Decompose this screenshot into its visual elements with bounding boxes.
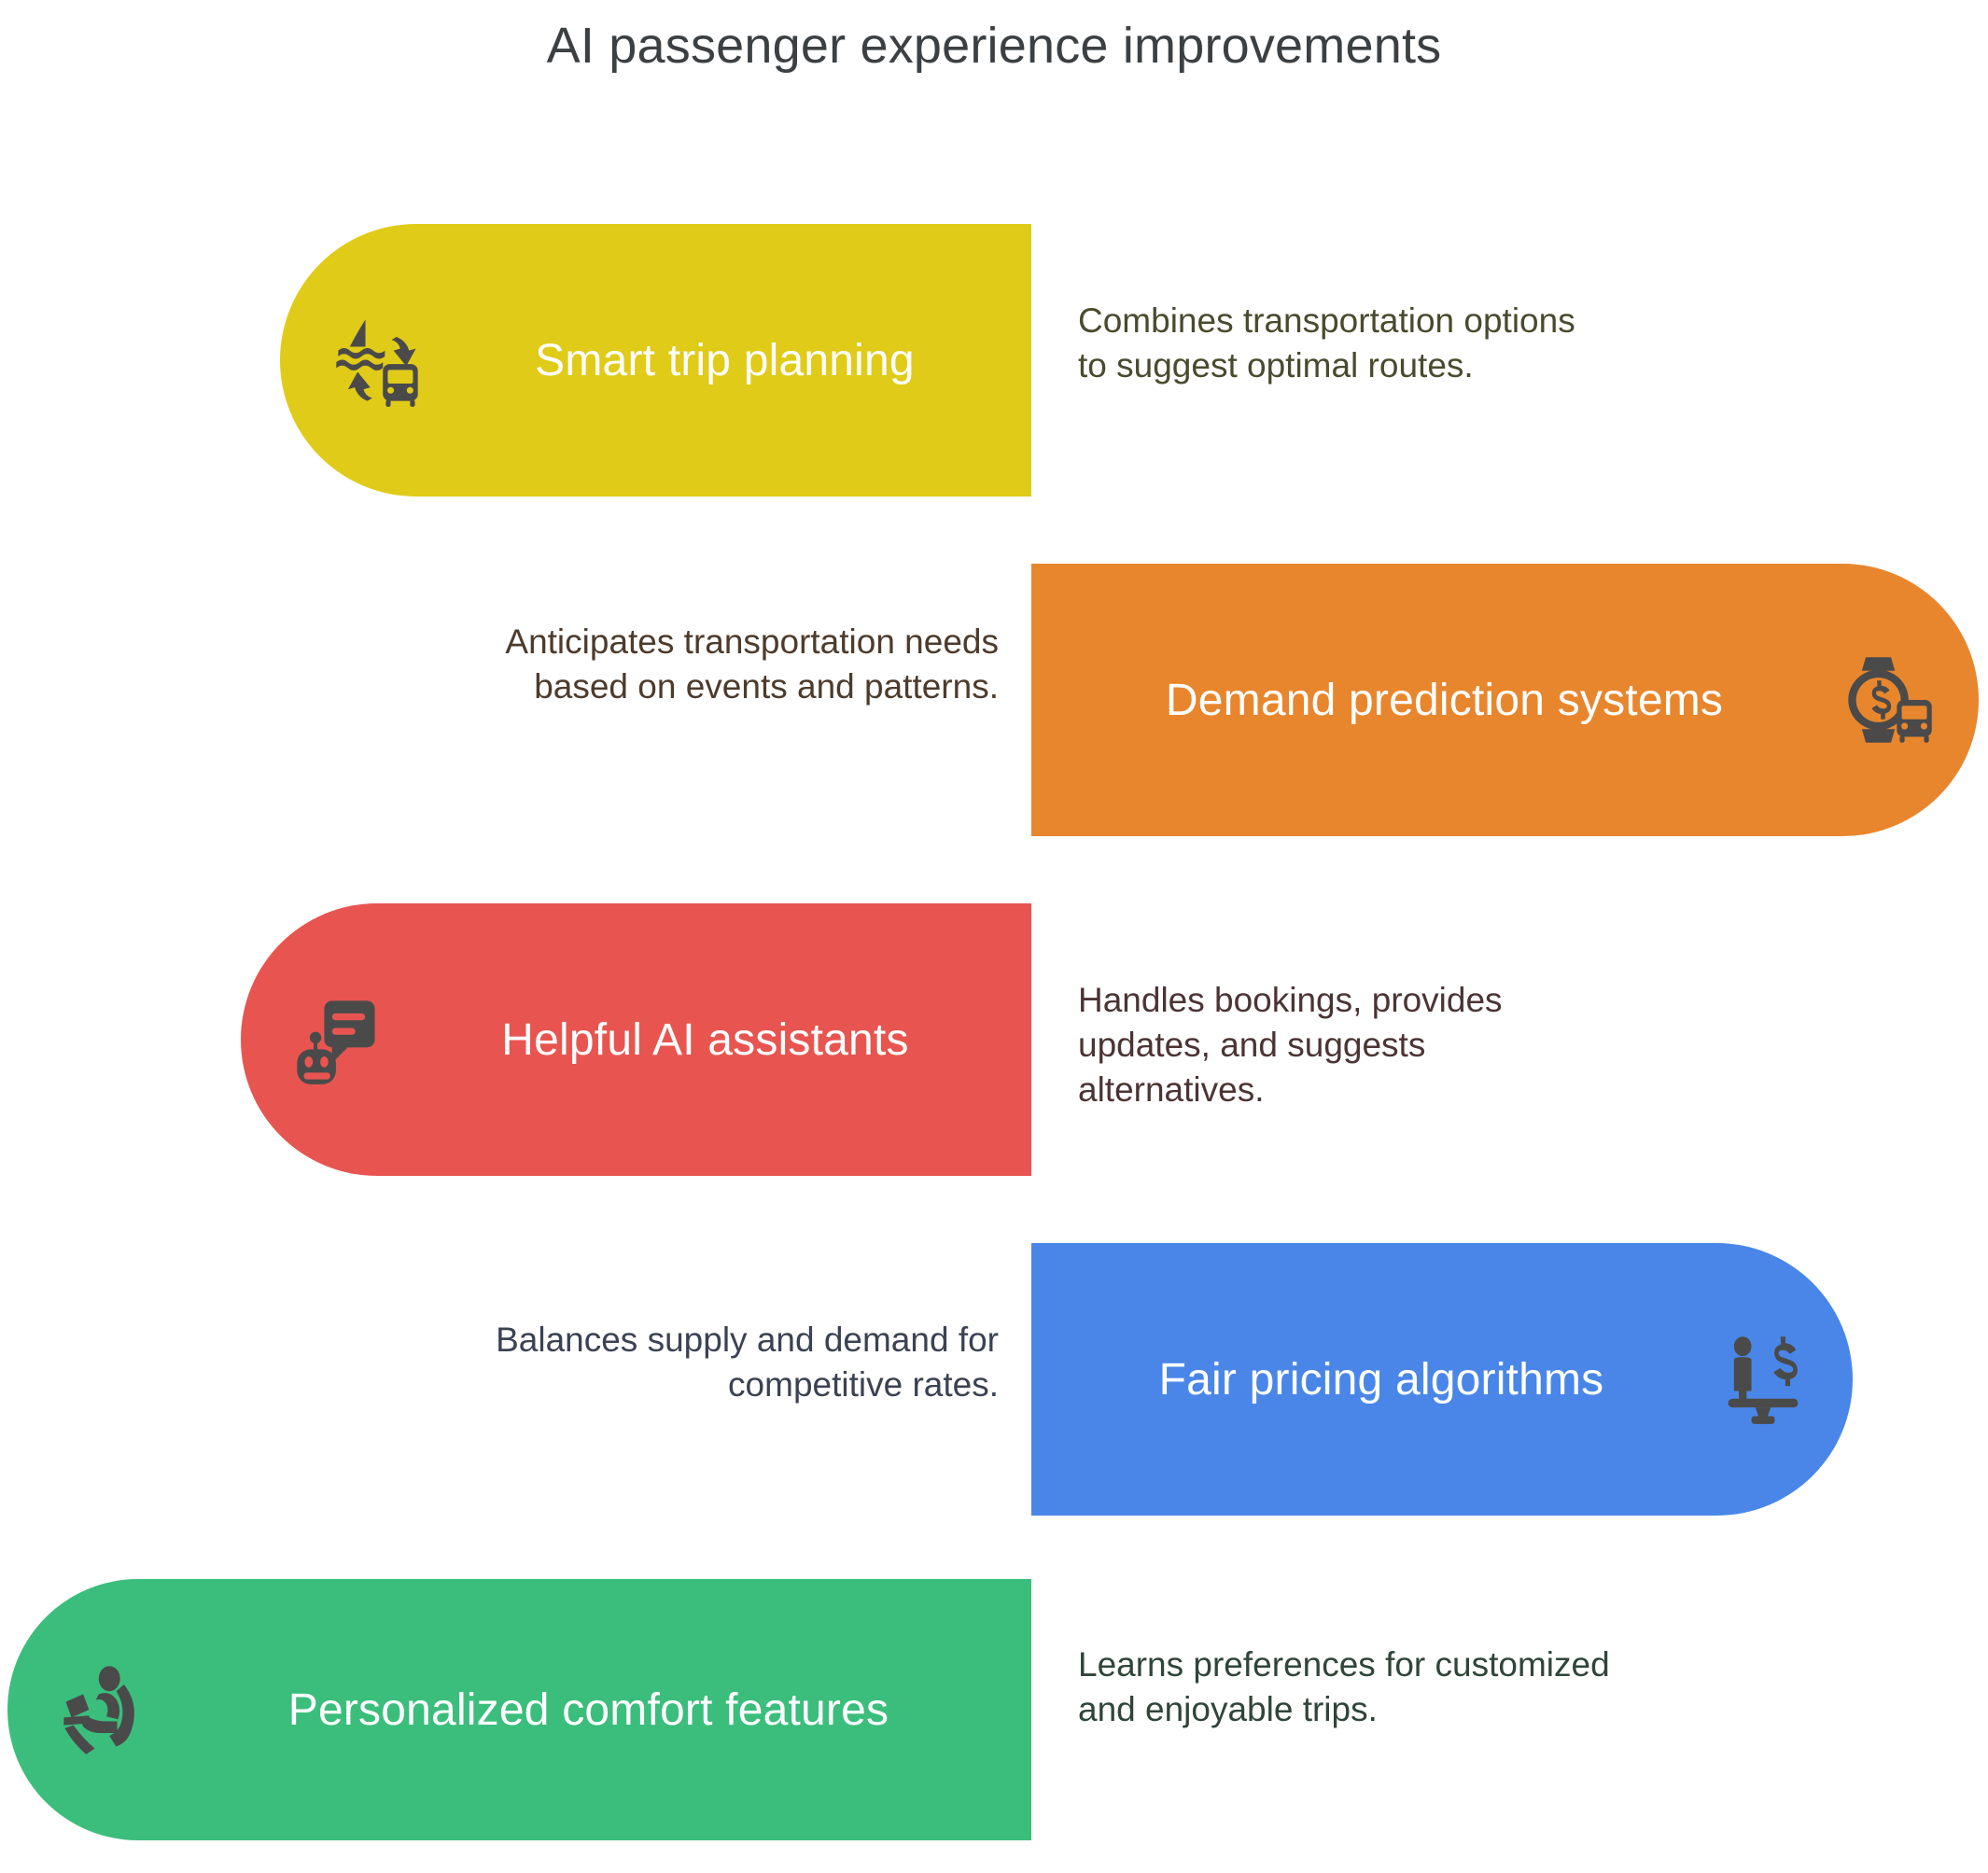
bar-smart-trip-planning[interactable]: Smart trip planning (280, 224, 1031, 496)
bar-personalized-comfort-features[interactable]: Personalized comfort features (7, 1579, 1031, 1840)
bar-label-wrap: Helpful AI assistants (411, 1014, 1013, 1066)
bar-label-wrap: Smart trip planning (450, 335, 1013, 386)
bar-label-demand-prediction-systems: Demand prediction systems (1165, 675, 1724, 725)
balance-scale-person-dollar-icon (1715, 1331, 1812, 1428)
bar-label-wrap: Demand prediction systems (1054, 675, 1816, 726)
description-smart-trip-planning: Combines transportation options to sugge… (1078, 301, 1575, 385)
bar-label-smart-trip-planning: Smart trip planning (535, 335, 915, 385)
description-personalized-comfort-features: Learns preferences for customized and en… (1078, 1645, 1610, 1729)
bar-label-wrap: Personalized comfort features (177, 1684, 1013, 1736)
page-title: AI passenger experience improvements (546, 18, 1442, 74)
bar-demand-prediction-systems[interactable]: Demand prediction systems (1031, 564, 1979, 836)
bar-fair-pricing-algorithms[interactable]: Fair pricing algorithms (1031, 1243, 1853, 1516)
description-demand-prediction-systems: Anticipates transportation needs based o… (505, 622, 999, 706)
bar-label-helpful-ai-assistants: Helpful AI assistants (501, 1014, 909, 1065)
row-personalized-comfort-features: Personalized comfort features Learns pre… (0, 1579, 1988, 1852)
bar-helpful-ai-assistants[interactable]: Helpful AI assistants (241, 903, 1031, 1176)
description-fair-pricing-algorithms: Balances supply and demand for competiti… (496, 1321, 999, 1405)
row-fair-pricing-algorithms: Fair pricing algorithms (0, 1243, 1988, 1516)
bar-label-fair-pricing-algorithms: Fair pricing algorithms (1158, 1354, 1604, 1405)
bar-label-personalized-comfort-features: Personalized comfort features (287, 1684, 889, 1735)
watch-dollar-bus-icon (1841, 651, 1938, 748)
robot-chat-icon (289, 991, 386, 1088)
row-helpful-ai-assistants: Helpful AI assistants Handles bookings, … (0, 903, 1988, 1176)
description-helpful-ai-assistants: Handles bookings, provides updates, and … (1078, 981, 1503, 1110)
bar-label-wrap: Fair pricing algorithms (1054, 1354, 1690, 1405)
row-smart-trip-planning: Smart trip planning Combines transportat… (0, 224, 1988, 496)
ferry-to-bus-icon (329, 312, 426, 409)
row-demand-prediction-systems: Demand prediction systems (0, 564, 1988, 836)
reclining-passenger-laptop-icon (56, 1661, 153, 1758)
